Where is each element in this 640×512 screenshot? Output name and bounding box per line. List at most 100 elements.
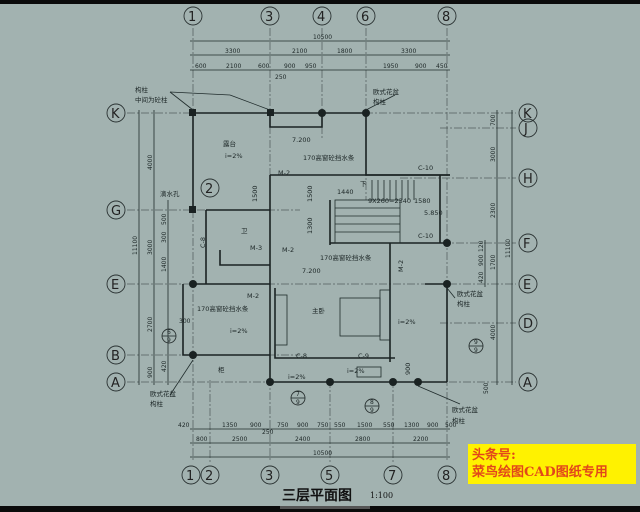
dim-text: 250 — [275, 74, 287, 81]
label: i=2% — [288, 373, 306, 381]
dim-text: 1800 — [337, 48, 352, 55]
dim-text: 1440 — [337, 188, 354, 196]
dimensions-right: 700 3000 2300 11100 120 900 1700 420 400… — [478, 110, 513, 394]
label: i=2% — [225, 152, 243, 160]
axis-label: 8 — [442, 469, 450, 484]
dim-text: 500 — [161, 213, 168, 225]
dim-text: 2100 — [226, 63, 241, 70]
dim-text: 700 — [490, 114, 497, 126]
axis-bubbles-left: K G E B A — [106, 103, 126, 392]
axis-bubbles-bottom: 1 2 3 5 7 8 — [181, 465, 457, 485]
axis-label: E — [523, 278, 531, 293]
axis-bubbles-top: 1 3 4 6 8 — [183, 6, 457, 26]
detail-number: 8 — [370, 399, 374, 406]
axis-label: 2 — [205, 469, 213, 484]
detail-sheet: 9 — [296, 399, 300, 406]
axis-label: 8 — [442, 10, 450, 25]
dim-text: 750 — [317, 422, 329, 429]
dim-text: 120 — [478, 240, 485, 252]
label: 170高窗砼挡水条 — [320, 253, 372, 262]
dim-text: 1700 — [490, 255, 497, 270]
dim-text: 1300 — [404, 422, 419, 429]
dim-text: 900 — [404, 363, 412, 375]
dim-text: 2500 — [232, 436, 247, 443]
label: 欧式花盆 — [150, 389, 177, 398]
label: 下 — [360, 180, 367, 188]
label: 构柱 — [135, 85, 149, 94]
dim-text: 450 — [436, 63, 448, 70]
drawing-title: 三层平面图 — [282, 488, 352, 504]
label: 170高窗砼挡水条 — [197, 304, 249, 313]
label: 欧式花盆 — [452, 405, 479, 414]
dim-text: 420 — [161, 360, 168, 372]
window-label: C-8 — [296, 352, 307, 360]
drawing-scale: 1:100 — [370, 491, 394, 500]
dim-text: 2800 — [355, 436, 370, 443]
dim-text: 2100 — [292, 48, 307, 55]
label: 构柱 — [373, 97, 387, 106]
dim-text: 550 — [383, 422, 395, 429]
watermark-line-1: 头条号: — [472, 448, 516, 463]
dim-text: 900 — [415, 63, 427, 70]
dim-text: 1350 — [222, 422, 237, 429]
scrollbar-thumb[interactable] — [280, 506, 370, 509]
detail-sheet: 9 — [474, 347, 478, 354]
dimensions-top: 10500 3300 2100 1800 3300 600 2100 600 9… — [190, 34, 450, 81]
axis-label: J — [523, 122, 528, 137]
window-label: C-10 — [418, 232, 433, 240]
dim-text: 300 — [179, 318, 191, 325]
door-label: M-2 — [397, 260, 405, 272]
label: i=2% — [230, 327, 248, 335]
dim-text: 500 — [445, 422, 457, 429]
dim-text: 550 — [334, 422, 346, 429]
detail-number: 9 — [474, 339, 478, 346]
detail-sheet: 9 — [370, 407, 374, 414]
axis-label: 1 — [188, 10, 196, 25]
room-master-bedroom: 主卧 — [312, 306, 326, 315]
dim-text: 900 — [297, 422, 309, 429]
dim-text: 4000 — [147, 155, 154, 170]
label: i=2% — [398, 318, 416, 326]
dim-text: 900 — [427, 422, 439, 429]
dim-text: 900 — [284, 63, 296, 70]
dim-text: 9X260=2340 — [368, 197, 411, 205]
label: 滴水孔 — [160, 189, 180, 198]
window-label: C-8 — [199, 237, 207, 248]
dim-text: 3300 — [225, 48, 240, 55]
axis-bubbles-right: K J H F E D A — [518, 103, 538, 392]
dim-text: 10500 — [313, 34, 332, 41]
axis-label: D — [523, 317, 533, 332]
axis-label: 5 — [325, 469, 333, 484]
dimensions-left: 4000 11100 3000 500 300 1400 2700 300 42… — [132, 110, 191, 385]
leader-lines — [169, 91, 461, 405]
elevation: 7.200 — [302, 267, 321, 275]
dim-text: 420 — [478, 271, 485, 283]
door-label: M-3 — [250, 244, 262, 252]
dim-text: 1500 — [251, 185, 259, 202]
room-bathroom: 卫 — [241, 227, 248, 235]
axis-label: 3 — [265, 10, 273, 25]
dim-text: 420 — [178, 422, 190, 429]
staircase[interactable] — [335, 180, 415, 233]
door-label: M-2 — [278, 169, 290, 177]
dim-text: 1300 — [306, 217, 314, 234]
axis-label: B — [111, 349, 120, 364]
axis-label: 3 — [265, 469, 273, 484]
detail-callouts[interactable]: 6 9 7 9 8 9 9 9 2 — [161, 178, 484, 414]
dimensions-bottom: 420 1350 900 750 900 750 550 1500 550 13… — [178, 422, 457, 458]
dim-text: 3000 — [147, 240, 154, 255]
room-labels: 构柱 中间为砼柱 欧式花盆 构柱 露台 i=2% 7.200 170高窗砼挡水条… — [135, 85, 484, 425]
dim-text: 4000 — [490, 325, 497, 340]
dim-text: 600 — [258, 63, 270, 70]
axis-label: K — [523, 107, 532, 122]
detail-number: 7 — [296, 391, 300, 398]
window-bottom-border — [0, 506, 640, 512]
dim-text: 3000 — [490, 147, 497, 162]
axis-label: 4 — [317, 10, 325, 25]
label: 170高窗砼挡水条 — [303, 153, 355, 162]
watermark-stamp: 头条号: 菜鸟绘图CAD图纸专用 — [468, 444, 636, 484]
dim-text: 800 — [196, 436, 208, 443]
dim-text: 1580 — [414, 197, 431, 205]
